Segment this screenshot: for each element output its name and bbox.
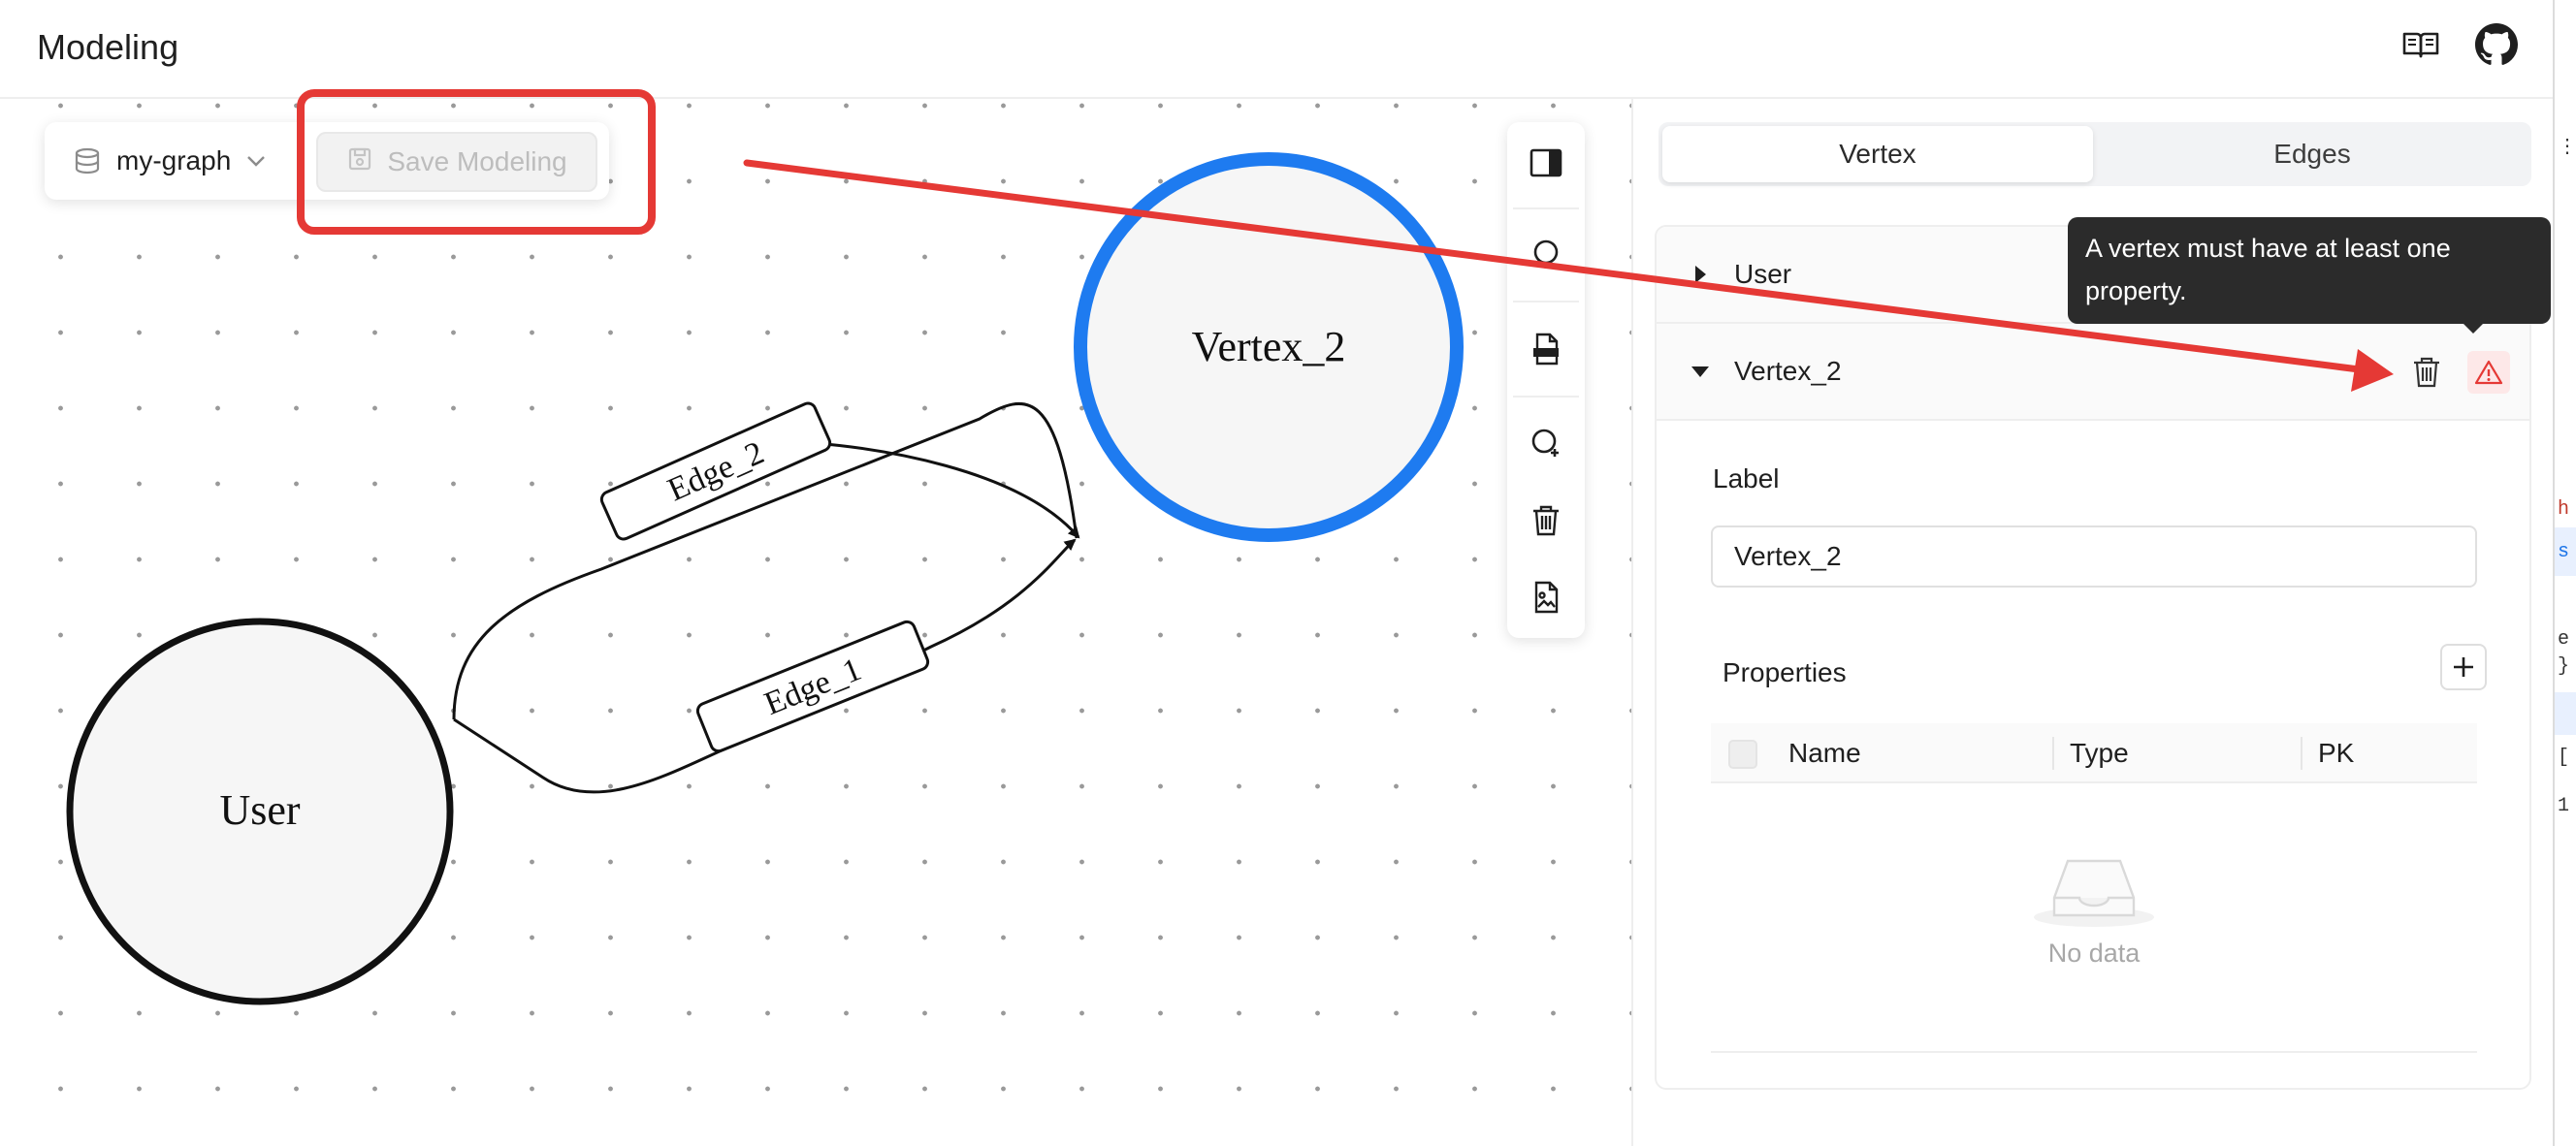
warning-icon[interactable]: [2467, 351, 2510, 394]
export-json-icon[interactable]: [1523, 326, 1569, 372]
vertex-list: User Vertex_2 L: [1655, 225, 2531, 1090]
save-modeling-label: Save Modeling: [387, 146, 567, 176]
properties-title: Properties: [1723, 657, 1847, 687]
vertex-2-label: Vertex_2: [1192, 323, 1346, 370]
vertex-item-title: User: [1734, 259, 1792, 289]
column-type: Type: [2070, 738, 2129, 768]
label-field-label: Label: [1713, 463, 1780, 493]
edge-2-tip: [814, 441, 1080, 539]
caret-right-icon: [1695, 266, 1706, 283]
label-input[interactable]: [1711, 525, 2477, 588]
column-pk: PK: [2318, 738, 2355, 768]
plus-icon: [2454, 657, 2473, 677]
devtools-edge: ⋮ h s e } [ 1: [2553, 0, 2576, 1146]
export-image-icon[interactable]: [1523, 574, 1569, 621]
vertex-item-vertex-2[interactable]: Vertex_2: [1657, 324, 2529, 421]
top-header: Modeling: [0, 0, 2553, 99]
select-all-checkbox[interactable]: [1728, 740, 1757, 769]
edge-1-path[interactable]: [453, 538, 1077, 794]
add-vertex-icon[interactable]: [1523, 231, 1569, 277]
toggle-panel-icon[interactable]: [1523, 140, 1569, 186]
database-icon: [72, 145, 103, 176]
tooltip-pointer: [2462, 322, 2485, 334]
graph-name: my-graph: [116, 145, 232, 175]
delete-vertex-2-icon[interactable]: [2405, 351, 2448, 394]
caret-down-icon: [1691, 366, 1709, 377]
empty-state: No data: [1711, 847, 2477, 969]
graph-toolbar: my-graph Save Modeling: [45, 122, 609, 200]
vertex-user-label: User: [219, 786, 300, 834]
edge-1-label[interactable]: Edge_1: [695, 620, 930, 753]
vertex-user[interactable]: User: [66, 618, 454, 1005]
add-edge-icon[interactable]: [1523, 419, 1569, 465]
empty-inbox-icon: [2034, 859, 2154, 927]
save-icon: [346, 145, 373, 179]
page-title: Modeling: [37, 27, 179, 67]
graph-selector[interactable]: my-graph: [72, 140, 268, 182]
tab-vertex[interactable]: Vertex: [1662, 126, 2093, 182]
github-icon[interactable]: [2475, 23, 2518, 66]
edge-2-path[interactable]: [452, 401, 1079, 720]
panel-tabs: Vertex Edges: [1658, 122, 2531, 186]
docs-book-icon[interactable]: [2399, 23, 2442, 66]
chevron-down-icon: [244, 149, 268, 173]
properties-table-header: Name Type PK: [1711, 723, 2477, 783]
add-property-button[interactable]: [2440, 644, 2487, 690]
edge-2-label[interactable]: Edge_2: [599, 400, 832, 541]
vertex-vertex-2[interactable]: Vertex_2: [1074, 152, 1464, 542]
vertex-item-title: Vertex_2: [1734, 356, 1842, 386]
delete-icon[interactable]: [1523, 496, 1569, 543]
empty-text: No data: [2047, 939, 2141, 968]
tab-edges[interactable]: Edges: [2273, 139, 2351, 169]
column-name: Name: [1788, 738, 1861, 768]
canvas-tool-strip: [1507, 122, 1585, 638]
save-modeling-button[interactable]: Save Modeling: [316, 132, 597, 192]
warning-tooltip: A vertex must have at least one property…: [2068, 217, 2551, 324]
graph-drawing[interactable]: Edge_2 Edge_1 User Vertex_2: [0, 99, 1631, 1146]
